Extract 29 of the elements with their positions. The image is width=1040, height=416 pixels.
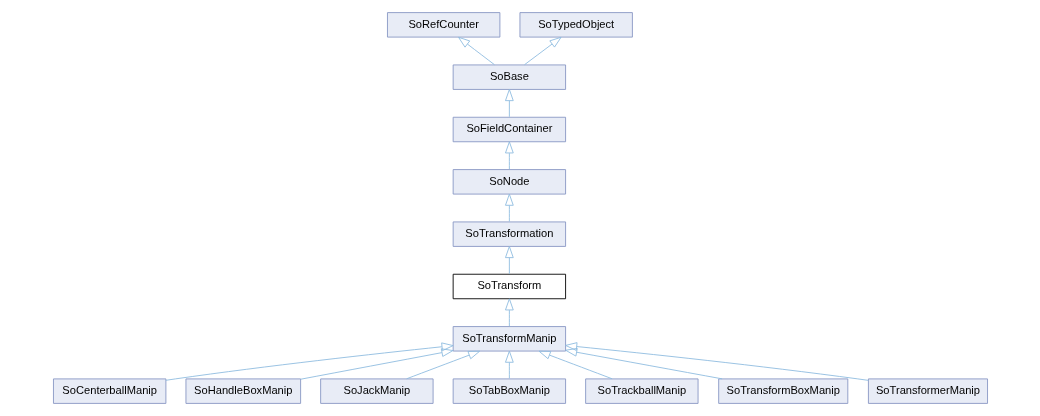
arrow <box>504 193 514 222</box>
node-box: SoCenterballManip <box>52 378 166 404</box>
arrow <box>405 350 480 380</box>
node-box: SoTransformBoxManip <box>717 378 848 404</box>
node-box: SoJackManip <box>319 378 434 404</box>
node-box: SoTrackballManip <box>584 378 699 404</box>
arrow <box>564 347 723 380</box>
node-box: SoTransformerManip <box>867 378 988 404</box>
arrow <box>164 342 454 381</box>
node-box: SoTransformManip <box>452 326 566 352</box>
node-box: SoTransformation <box>452 221 566 247</box>
arrow <box>538 350 613 380</box>
node-box: SoTabBoxManip <box>452 378 566 404</box>
arrow <box>457 36 495 66</box>
node-box: SoTypedObject <box>519 12 633 38</box>
arrow <box>504 298 514 327</box>
node-box: SoNode <box>452 169 566 195</box>
arrow <box>504 89 514 118</box>
node-box: SoRefCounter <box>386 12 500 38</box>
arrow <box>504 350 514 379</box>
arrow <box>504 141 514 170</box>
arrow <box>504 246 514 275</box>
arrow <box>299 348 453 380</box>
arrow <box>523 36 561 66</box>
arrow <box>564 342 869 381</box>
node-box: SoFieldContainer <box>452 116 566 143</box>
node-box: SoTransform <box>452 273 566 300</box>
node-box: SoHandleBoxManip <box>185 378 301 404</box>
node-box: SoBase <box>452 64 566 90</box>
